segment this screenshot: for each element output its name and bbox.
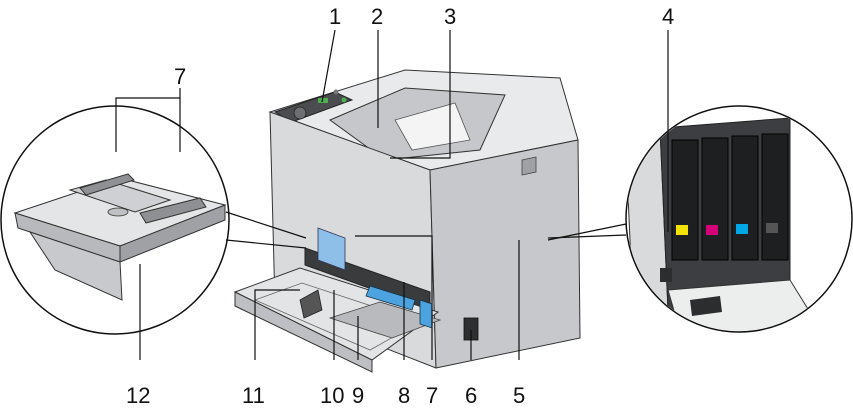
toner-cartridge-yellow [671,139,699,261]
callout-3: 3 [444,4,456,29]
callout-10: 10 [320,383,344,408]
callout-1: 1 [329,4,341,29]
callout-9: 9 [352,383,364,408]
toner-cartridge-magenta [701,137,729,261]
zoom-circle-left [0,105,230,335]
zoom-circle-right [625,105,853,333]
callout-5: 5 [513,383,525,408]
callout-lines [115,29,669,360]
callout-12: 12 [126,383,150,408]
callout-7-bottom: 7 [426,383,438,408]
paper-tray-cover-illustration [13,173,227,301]
callout-7-left: 7 [174,64,186,89]
callout-2: 2 [371,4,383,29]
printer-main [233,69,581,373]
callout-6: 6 [465,383,477,408]
callout-11: 11 [242,383,265,408]
callout-4: 4 [662,4,674,29]
toner-cartridge-black [761,133,789,261]
callout-8: 8 [398,383,410,408]
callout-labels: 1 2 3 4 7 12 11 10 9 8 7 6 5 [126,4,674,408]
toner-cartridge-cyan [731,135,759,261]
